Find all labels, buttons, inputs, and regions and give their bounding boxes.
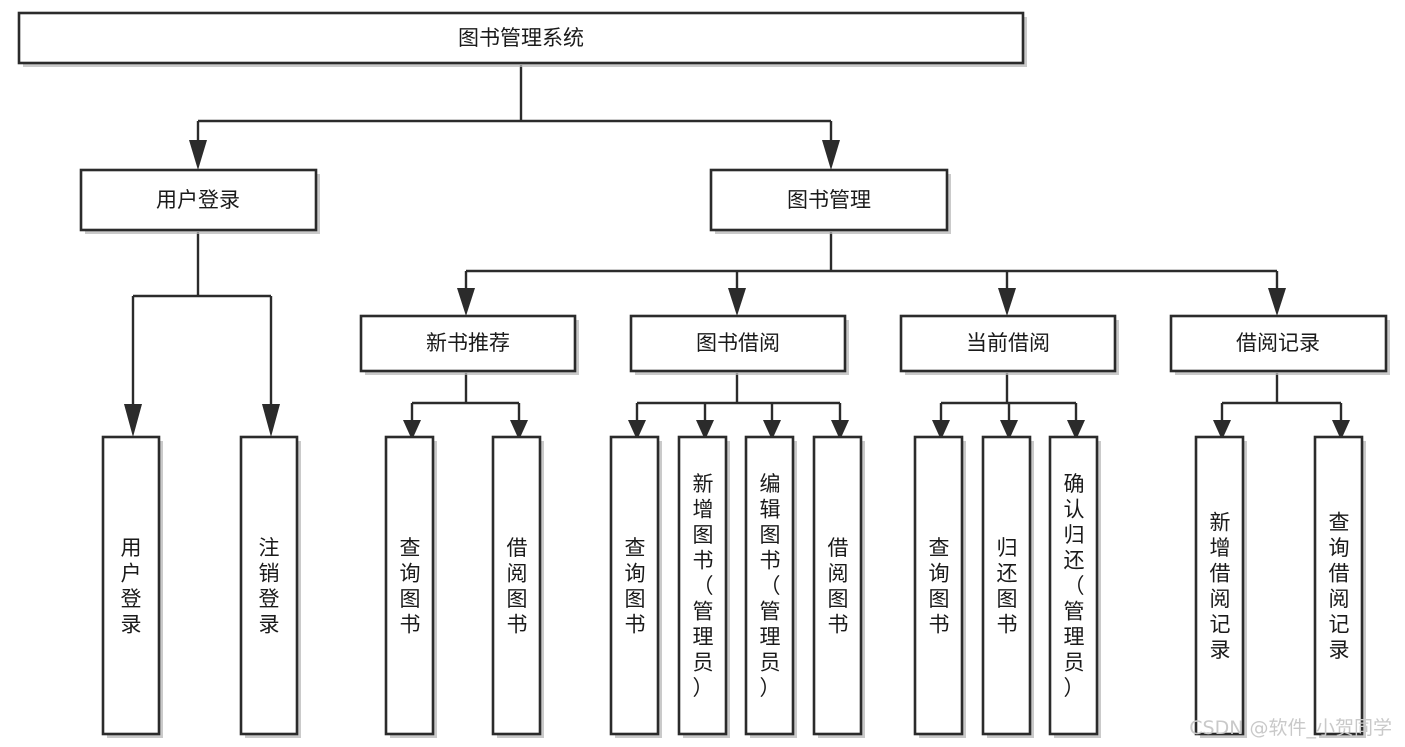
node-leaf-add-record-label: 新增借阅记录 (1210, 510, 1231, 662)
node-book-borrow[interactable]: 图书借阅 (629, 314, 849, 375)
arrowhead-icon (1000, 420, 1018, 440)
node-rect[interactable] (629, 314, 847, 373)
arrowhead-icon (628, 420, 646, 440)
node-leaf-query-book-2-label: 查询图书 (625, 536, 646, 637)
node-rect[interactable] (609, 435, 660, 736)
arrowhead-icon (1213, 420, 1231, 440)
node-borrow-record[interactable]: 借阅记录 (1169, 314, 1390, 375)
arrowhead-icon (1332, 420, 1350, 440)
node-leaf-query-book-2[interactable]: 查询图书 (609, 435, 662, 738)
node-rect[interactable] (812, 435, 863, 736)
node-leaf-user-login-label: 用户登录 (121, 536, 142, 637)
node-leaf-query-book-1-label: 查询图书 (400, 536, 421, 637)
node-leaf-borrow-book-1-label: 借阅图书 (507, 536, 528, 637)
node-leaf-return-book[interactable]: 归还图书 (981, 435, 1034, 738)
node-leaf-query-book-1[interactable]: 查询图书 (384, 435, 437, 738)
node-book-manage-label: 图书管理 (787, 188, 871, 212)
arrowhead-icon (457, 288, 475, 316)
node-leaf-edit-book-label: 编辑图书（管理员） (760, 472, 781, 700)
node-rect[interactable] (239, 435, 299, 736)
node-leaf-confirm-return[interactable]: 确认归还（管理员） (1048, 435, 1101, 738)
node-user-login-label: 用户登录 (156, 188, 240, 212)
arrowhead-icon (763, 420, 781, 440)
node-rect[interactable] (981, 435, 1032, 736)
node-leaf-borrow-book-2-label: 借阅图书 (828, 536, 849, 637)
node-book-borrow-label: 图书借阅 (696, 331, 780, 355)
node-root-label: 图书管理系统 (458, 26, 584, 50)
node-rect[interactable] (359, 314, 577, 373)
node-leaf-add-book-label: 新增图书（管理员） (693, 472, 714, 700)
node-leaf-add-book[interactable]: 新增图书（管理员） (677, 435, 730, 738)
node-leaf-add-record[interactable]: 新增借阅记录 (1194, 435, 1247, 738)
node-leaf-borrow-book-1[interactable]: 借阅图书 (491, 435, 544, 738)
arrowhead-icon (124, 404, 142, 437)
node-user-login[interactable]: 用户登录 (79, 168, 320, 234)
node-leaf-query-record[interactable]: 查询借阅记录 (1313, 435, 1366, 738)
node-book-manage[interactable]: 图书管理 (709, 168, 951, 234)
arrowhead-icon (998, 288, 1016, 316)
arrowhead-icon (822, 140, 840, 170)
arrowhead-icon (696, 420, 714, 440)
node-leaf-borrow-book-2[interactable]: 借阅图书 (812, 435, 865, 738)
node-new-book-recommend[interactable]: 新书推荐 (359, 314, 579, 375)
node-rect[interactable] (1313, 435, 1364, 736)
arrowhead-icon (262, 404, 280, 437)
node-leaf-logout-login[interactable]: 注销登录 (239, 435, 301, 738)
node-current-borrow-label: 当前借阅 (966, 331, 1050, 355)
node-rect[interactable] (384, 435, 435, 736)
node-rect[interactable] (899, 314, 1117, 373)
node-rect[interactable] (744, 435, 795, 736)
node-root[interactable]: 图书管理系统 (17, 11, 1027, 67)
edge-group (131, 65, 1343, 420)
node-borrow-record-label: 借阅记录 (1236, 331, 1320, 355)
node-rect[interactable] (491, 435, 542, 736)
node-leaf-logout-login-label: 注销登录 (259, 536, 280, 637)
arrowhead-group (124, 140, 1350, 440)
node-leaf-return-book-label: 归还图书 (997, 536, 1018, 637)
arrowhead-icon (403, 420, 421, 440)
node-current-borrow[interactable]: 当前借阅 (899, 314, 1119, 375)
arrowhead-icon (932, 420, 950, 440)
node-rect[interactable] (1194, 435, 1245, 736)
node-rect[interactable] (79, 168, 318, 232)
node-rect[interactable] (1048, 435, 1099, 736)
node-new-book-recommend-label: 新书推荐 (426, 331, 510, 355)
node-rect[interactable] (913, 435, 964, 736)
node-leaf-query-record-label: 查询借阅记录 (1329, 510, 1350, 662)
arrowhead-icon (1067, 420, 1085, 440)
node-leaf-query-book-3[interactable]: 查询图书 (913, 435, 966, 738)
arrowhead-icon (189, 140, 207, 170)
node-rect[interactable] (677, 435, 728, 736)
arrowhead-icon (1268, 288, 1286, 316)
node-rect[interactable] (709, 168, 949, 232)
node-rect[interactable] (17, 11, 1025, 65)
node-leaf-query-book-3-label: 查询图书 (929, 536, 950, 637)
arrowhead-icon (728, 288, 746, 316)
node-leaf-edit-book[interactable]: 编辑图书（管理员） (744, 435, 797, 738)
watermark-label: CSDN @软件_小贺同学 (1189, 717, 1392, 739)
node-leaf-user-login[interactable]: 用户登录 (101, 435, 163, 738)
arrowhead-icon (831, 420, 849, 440)
node-rect[interactable] (101, 435, 161, 736)
node-rect[interactable] (1169, 314, 1388, 373)
node-leaf-confirm-return-label: 确认归还（管理员） (1064, 472, 1085, 700)
arrowhead-icon (510, 420, 528, 440)
